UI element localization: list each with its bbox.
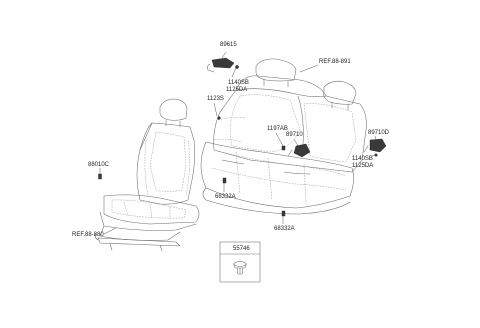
reference-label-88-891: REF.88-891 (319, 59, 351, 65)
reference-label-88-880: REF.88-880 (72, 232, 104, 238)
part-label-89615: 89615 (220, 42, 237, 48)
part-box-55746: 55746 (219, 241, 261, 283)
part-label-1140sb: 1140SB (352, 156, 373, 162)
buckle-89615-icon (207, 57, 239, 73)
part-label-55746: 55746 (233, 246, 250, 252)
part-label-68332a: 68332A (274, 226, 295, 232)
part-label-1125da: 1125DA (352, 163, 373, 169)
part-label-89710: 89710 (286, 132, 303, 138)
part-label-68332a: 68332A (215, 194, 236, 200)
part-label-1197ab: 1197AB (267, 126, 288, 132)
fastener-88010c-icon (98, 173, 102, 180)
clip-55746-icon (233, 261, 247, 275)
buckle-89710-icon (287, 143, 311, 158)
front-seat-illustration (95, 98, 200, 252)
part-labels: 89615 1140SB 1125DA 1123S 1197AB 89710 8… (72, 42, 390, 238)
part-label-89710d: 89710D (368, 130, 390, 136)
fastener-68332a-icon (281, 210, 286, 217)
mount-bolt-icon (217, 116, 221, 120)
fastener-68332a-icon (222, 177, 227, 184)
rear-seat-illustration (200, 58, 367, 217)
part-label-1140sb: 1140SB (228, 80, 249, 86)
part-label-1125da: 1125DA (226, 87, 247, 93)
anchor-clip-icon (281, 145, 286, 151)
leader-lines (99, 51, 377, 235)
buckle-89710d-icon (363, 138, 387, 157)
part-label-88010c: 88010C (88, 162, 110, 168)
part-label-1123s: 1123S (207, 96, 224, 102)
